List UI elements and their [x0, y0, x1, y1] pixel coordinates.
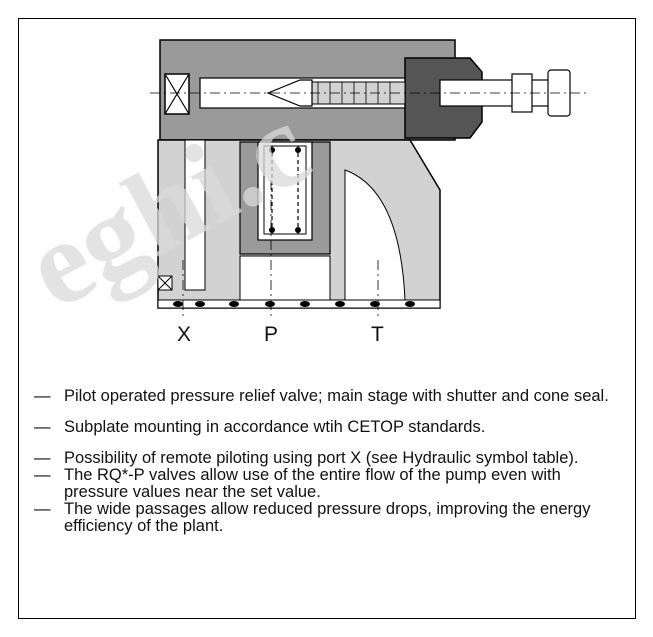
port-label-t: T — [371, 323, 384, 346]
list-item: — Possibility of remote piloting using p… — [34, 450, 619, 467]
o-rings — [173, 301, 415, 307]
feature-list: — Pilot operated pressure relief valve; … — [34, 388, 619, 535]
bullet-dash: — — [34, 449, 51, 467]
port-label-x: X — [177, 323, 192, 346]
bullet-dash: — — [34, 418, 51, 436]
bullet-dash: — — [34, 466, 51, 484]
bullet-dash: — — [34, 387, 51, 405]
bullet-dash: — — [34, 500, 51, 518]
feature-text: The RQ*-P valves allow use of the entire… — [64, 466, 561, 501]
feature-text: Subplate mounting in accordance wtih CET… — [64, 418, 486, 436]
list-item: — The RQ*-P valves allow use of the enti… — [34, 467, 619, 501]
list-item: — Subplate mounting in accordance wtih C… — [34, 419, 619, 436]
feature-text: The wide passages allow reduced pressure… — [64, 500, 591, 535]
port-label-p: P — [264, 323, 279, 346]
list-item: — The wide passages allow reduced pressu… — [34, 501, 619, 535]
feature-text: Possibility of remote piloting using por… — [64, 449, 579, 467]
list-item: — Pilot operated pressure relief valve; … — [34, 388, 619, 405]
base-plate — [157, 299, 441, 309]
passage-x — [184, 139, 206, 291]
main-spring — [263, 145, 307, 235]
passage-p — [239, 255, 331, 301]
feature-text: Pilot operated pressure relief valve; ma… — [64, 387, 609, 405]
